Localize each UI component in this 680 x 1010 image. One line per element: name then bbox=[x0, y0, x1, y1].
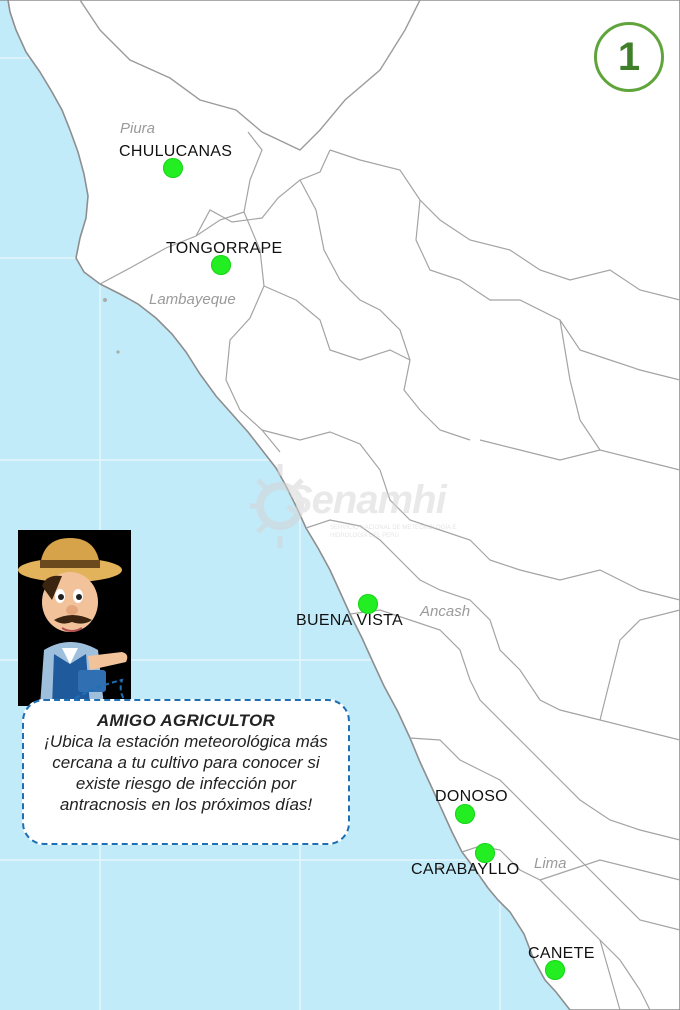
callout-title: AMIGO AGRICULTOR bbox=[96, 711, 276, 730]
watermark-logo-text: Senamhi bbox=[286, 478, 447, 522]
farmer-illustration-icon bbox=[18, 530, 131, 706]
farmer-character bbox=[18, 530, 131, 706]
station-label-tongorrape: TONGORRAPE bbox=[166, 240, 283, 257]
station-marker-buena-vista[interactable] bbox=[358, 594, 378, 614]
station-marker-chulucanas[interactable] bbox=[163, 158, 183, 178]
bubble-pointer bbox=[67, 678, 126, 703]
station-marker-carabayllo[interactable] bbox=[475, 843, 495, 863]
step-number-badge: 1 bbox=[594, 22, 664, 92]
region-label-lima: Lima bbox=[534, 855, 567, 872]
station-label-canete: CANETE bbox=[528, 945, 595, 962]
islands bbox=[103, 298, 442, 870]
region-label-piura: Piura bbox=[120, 120, 156, 137]
station-marker-canete[interactable] bbox=[545, 960, 565, 980]
northern-border bbox=[79, 0, 421, 151]
admin-borders bbox=[99, 131, 680, 1010]
senamhi-watermark: Senamhi SERVICIO NACIONAL DE METEOROLOGÍ… bbox=[248, 458, 458, 558]
region-label-lambayeque: Lambayeque bbox=[149, 291, 236, 308]
callout-message: ¡Ubica la estación meteorológica más cer… bbox=[44, 732, 328, 814]
station-label-carabayllo: CARABAYLLO bbox=[411, 861, 520, 878]
sun-logo-icon bbox=[250, 464, 304, 548]
station-label-buena-vista: BUENA VISTA bbox=[296, 612, 404, 629]
station-marker-tongorrape[interactable] bbox=[211, 255, 231, 275]
station-label-chulucanas: CHULUCANAS bbox=[119, 143, 233, 160]
station-label-donoso: DONOSO bbox=[435, 788, 508, 805]
watermark-subtitle: SERVICIO NACIONAL DE METEOROLOGÍA E HIDR… bbox=[330, 525, 457, 539]
farmer-callout-bubble: AMIGO AGRICULTOR ¡Ubica la estación mete… bbox=[22, 699, 350, 845]
station-marker-donoso[interactable] bbox=[455, 804, 475, 824]
region-label-ancash: Ancash bbox=[420, 603, 471, 620]
